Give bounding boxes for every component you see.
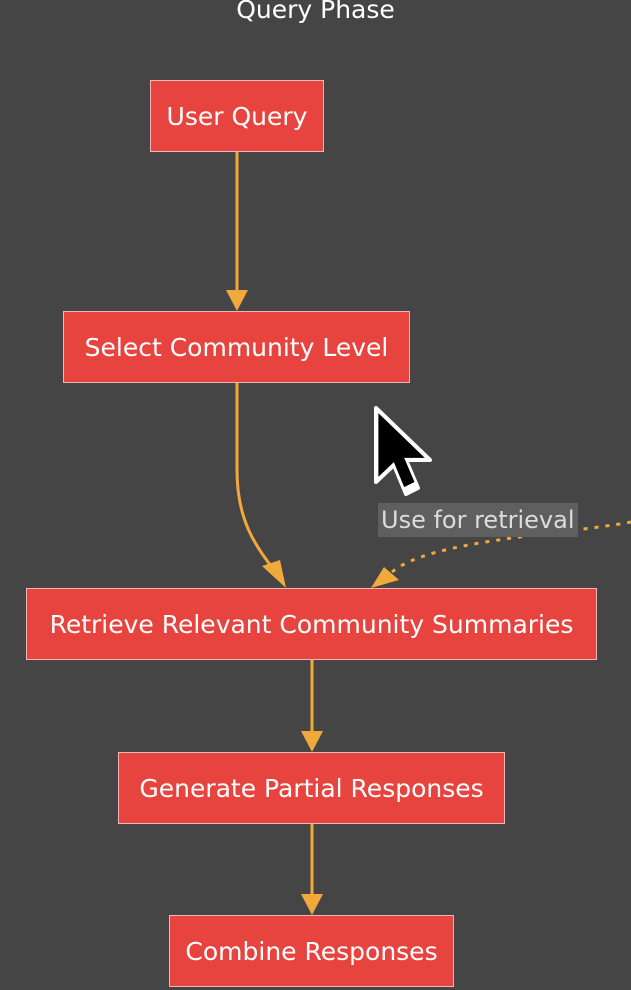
mouse-cursor-icon xyxy=(374,406,432,496)
node-select-community-level[interactable]: Select Community Level xyxy=(63,311,410,383)
edge-label-use-for-retrieval: Use for retrieval xyxy=(378,503,578,537)
diagram-title: Query Phase xyxy=(236,0,395,24)
node-combine-responses[interactable]: Combine Responses xyxy=(169,915,454,987)
arrowhead-combine xyxy=(301,894,323,915)
edge-select-to-retrieve xyxy=(235,383,276,571)
node-user-query[interactable]: User Query xyxy=(150,80,324,152)
arrowhead-select xyxy=(226,290,248,311)
node-generate-partial-responses[interactable]: Generate Partial Responses xyxy=(118,752,505,824)
arrowhead-retrieve-dotted xyxy=(371,567,399,588)
node-retrieve-summaries[interactable]: Retrieve Relevant Community Summaries xyxy=(26,588,597,660)
arrowhead-retrieve-solid xyxy=(262,560,286,588)
arrowhead-generate xyxy=(301,731,323,752)
edge-dotted-to-retrieve xyxy=(391,520,631,574)
